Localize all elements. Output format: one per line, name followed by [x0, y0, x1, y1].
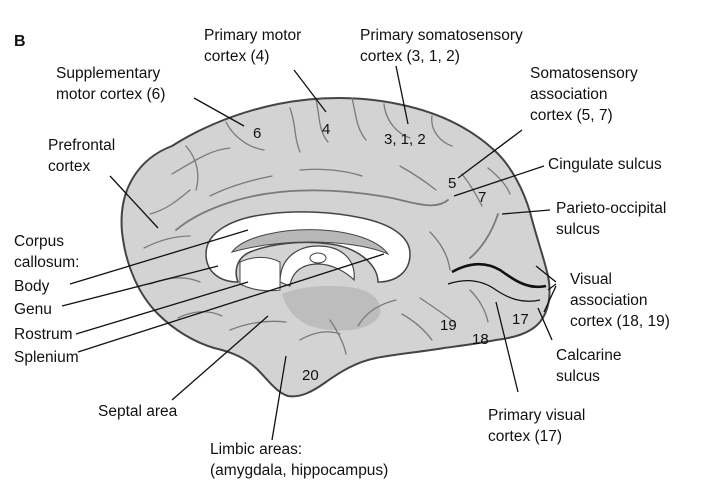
label-cingulate-sulcus: Cingulate sulcus [548, 156, 662, 173]
label-visual-assoc-2: association [570, 292, 648, 309]
label-septal-area: Septal area [98, 403, 178, 420]
label-rostrum: Rostrum [14, 326, 73, 343]
label-supplementary-motor-2: motor cortex (6) [56, 86, 165, 103]
label-parieto-occipital-1: Parieto-occipital [556, 200, 666, 217]
area-number-5: 5 [448, 175, 456, 192]
area-number-17: 17 [512, 311, 529, 328]
label-calcarine-1: Calcarine [556, 347, 621, 364]
diencephalon-region [282, 286, 381, 331]
label-primary-visual-1: Primary visual [488, 407, 585, 424]
area-number-4: 4 [322, 121, 330, 138]
label-genu: Genu [14, 301, 52, 318]
label-supplementary-motor-1: Supplementary [56, 65, 161, 82]
label-parieto-occipital-2: sulcus [556, 221, 600, 238]
area-number-6: 6 [253, 125, 261, 142]
label-splenium: Splenium [14, 349, 79, 366]
label-primary-visual-2: cortex (17) [488, 428, 562, 445]
sulci-lines [143, 97, 511, 355]
label-visual-assoc-1: Visual [570, 271, 612, 288]
thalamus-spot [309, 252, 327, 264]
leader-lines [61, 65, 557, 441]
calcarine-sulcus-line [451, 262, 547, 289]
label-somatosensory-assoc-1: Somatosensory [530, 65, 638, 82]
panel-letter: B [14, 33, 26, 50]
label-visual-assoc-3: cortex (18, 19) [570, 313, 670, 330]
label-somatosensory-assoc-3: cortex (5, 7) [530, 107, 613, 124]
calcarine-sulcus-line-lower [447, 280, 541, 302]
area-number-3-1-2: 3, 1, 2 [384, 131, 426, 148]
label-primary-somatosensory-1: Primary somatosensory [360, 27, 523, 44]
label-prefrontal-1: Prefrontal [48, 137, 115, 154]
lateral-ventricle [230, 229, 390, 256]
area-number-19: 19 [440, 317, 457, 334]
area-number-18: 18 [472, 331, 489, 348]
label-primary-motor-2: cortex (4) [204, 48, 269, 65]
label-primary-motor-1: Primary motor [204, 27, 301, 44]
label-primary-somatosensory-2: cortex (3, 1, 2) [360, 48, 460, 65]
label-limbic-1: Limbic areas: [210, 441, 302, 458]
label-somatosensory-assoc-2: association [530, 86, 608, 103]
brain-hemisphere [120, 97, 551, 398]
label-calcarine-2: sulcus [556, 368, 600, 385]
corpus-callosum [205, 211, 411, 283]
label-body: Body [14, 278, 50, 295]
area-number-7: 7 [478, 189, 486, 206]
septum [239, 257, 281, 292]
label-corpus-callosum-1: Corpus [14, 233, 64, 250]
label-prefrontal-2: cortex [48, 158, 90, 175]
area-number-20: 20 [302, 367, 319, 384]
fornix [279, 245, 355, 287]
label-limbic-2: (amygdala, hippocampus) [210, 462, 388, 479]
label-corpus-callosum-2: callosum: [14, 254, 79, 271]
